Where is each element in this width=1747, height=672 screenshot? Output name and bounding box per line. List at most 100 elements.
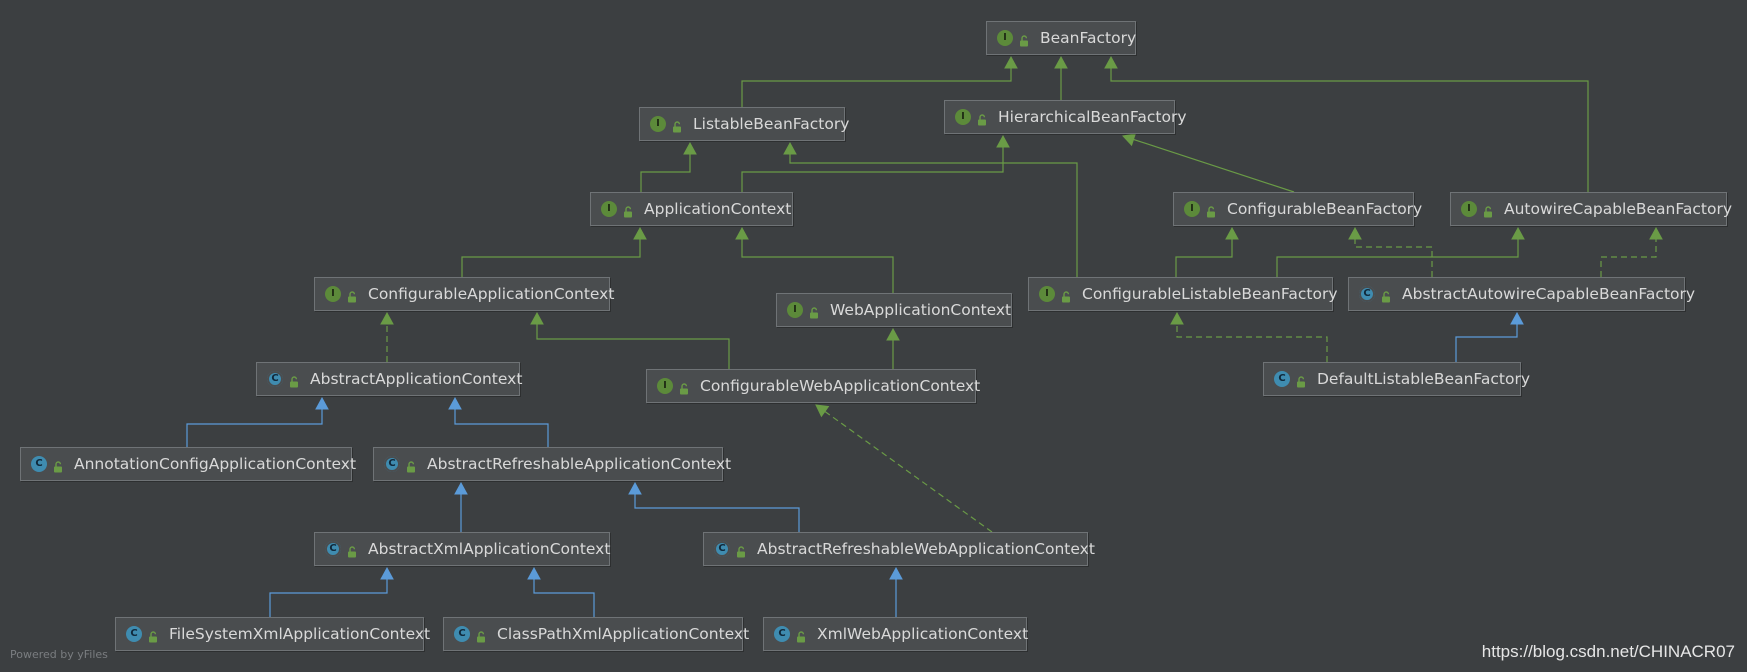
edge-ClassPathXmlApplicationContext-to-AbstractXmlApplicationContext xyxy=(527,566,595,617)
edge-DefaultListableBeanFactory-to-AbstractAutowireCapableBeanFactory xyxy=(1455,311,1524,362)
node-autowire-capable-bean-factory[interactable]: I AutowireCapableBeanFactory xyxy=(1450,192,1732,226)
node-label: XmlWebApplicationContext xyxy=(817,625,1029,643)
edge-AbstractAutowireCapableBeanFactory-to-ConfigurableBeanFactory xyxy=(1348,226,1433,277)
edge-line xyxy=(789,154,1078,277)
arrowhead xyxy=(380,311,394,325)
abstract-class-icon: C xyxy=(1359,286,1375,302)
edge-line xyxy=(454,409,549,447)
edge-line xyxy=(1176,324,1328,362)
node-label: AbstractRefreshableWebApplicationContext xyxy=(757,540,1095,558)
edge-line xyxy=(1133,138,1295,193)
node-configurable-web-application-context[interactable]: I ConfigurableWebApplicationContext xyxy=(646,369,980,403)
node-label: DefaultListableBeanFactory xyxy=(1317,370,1531,388)
arrowhead xyxy=(454,481,468,495)
edge-line xyxy=(824,410,993,533)
arrowhead xyxy=(1004,55,1018,69)
interface-icon: I xyxy=(1461,201,1477,217)
unlock-icon xyxy=(346,543,358,558)
edge-line xyxy=(461,239,641,277)
unlock-icon xyxy=(288,373,300,388)
edge-AbstractRefreshableWebApplicationContext-to-AbstractRefreshableApplicationContext xyxy=(628,481,800,532)
unlock-icon xyxy=(1380,288,1392,303)
unlock-icon xyxy=(405,458,417,473)
arrowhead xyxy=(889,566,903,580)
node-label: AbstractApplicationContext xyxy=(310,370,523,388)
edge-AnnotationConfigApplicationContext-to-AbstractApplicationContext xyxy=(186,396,329,447)
arrowhead xyxy=(315,396,329,410)
edge-AbstractRefreshableWebApplicationContext-to-ConfigurableWebApplicationContext xyxy=(815,404,993,533)
edge-DefaultListableBeanFactory-to-ConfigurableListableBeanFactory xyxy=(1170,311,1328,362)
arrowhead xyxy=(1511,226,1525,240)
node-label: AutowireCapableBeanFactory xyxy=(1504,200,1732,218)
node-label: WebApplicationContext xyxy=(830,301,1012,319)
class-icon: C xyxy=(454,626,470,642)
node-application-context[interactable]: I ApplicationContext xyxy=(590,192,793,226)
node-label: ApplicationContext xyxy=(644,200,792,218)
edge-AbstractApplicationContext-to-ConfigurableApplicationContext xyxy=(380,311,394,362)
arrowhead xyxy=(683,141,697,155)
edge-ConfigurableBeanFactory-to-HierarchicalBeanFactory xyxy=(1122,133,1295,193)
arrowhead xyxy=(1348,226,1362,240)
interface-icon: I xyxy=(325,286,341,302)
edge-line xyxy=(741,147,1004,192)
node-configurable-application-context[interactable]: I ConfigurableApplicationContext xyxy=(314,277,614,311)
node-label: ConfigurableWebApplicationContext xyxy=(700,377,981,395)
unlock-icon xyxy=(1060,288,1072,303)
edge-ConfigurableListableBeanFactory-to-ConfigurableBeanFactory xyxy=(1175,226,1239,277)
edge-line xyxy=(1455,324,1518,362)
node-class-path-xml-application-context[interactable]: C ClassPathXmlApplicationContext xyxy=(443,617,749,651)
arrowhead xyxy=(530,311,544,325)
arrowhead xyxy=(783,141,797,155)
edge-line xyxy=(269,579,388,617)
class-icon: C xyxy=(31,456,47,472)
arrowhead xyxy=(815,404,830,418)
edge-ConfigurableWebApplicationContext-to-WebApplicationContext xyxy=(886,327,900,369)
arrowhead xyxy=(1225,226,1239,240)
node-label: ConfigurableApplicationContext xyxy=(368,285,615,303)
node-label: HierarchicalBeanFactory xyxy=(998,108,1187,126)
edge-ConfigurableApplicationContext-to-ApplicationContext xyxy=(461,226,647,277)
interface-icon: I xyxy=(657,378,673,394)
interface-icon: I xyxy=(997,30,1013,46)
node-label: ClassPathXmlApplicationContext xyxy=(497,625,750,643)
interface-icon: I xyxy=(955,109,971,125)
unlock-icon xyxy=(1205,203,1217,218)
arrowhead xyxy=(628,481,642,495)
unlock-icon xyxy=(475,628,487,643)
node-web-application-context[interactable]: I WebApplicationContext xyxy=(776,293,1012,327)
unlock-icon xyxy=(671,118,683,133)
edge-line xyxy=(533,579,595,617)
edge-ApplicationContext-to-HierarchicalBeanFactory xyxy=(741,134,1010,192)
node-hierarchical-bean-factory[interactable]: I HierarchicalBeanFactory xyxy=(944,100,1187,134)
interface-icon: I xyxy=(1039,286,1055,302)
unlock-icon xyxy=(678,380,690,395)
interface-icon: I xyxy=(601,201,617,217)
edge-line xyxy=(1354,239,1433,277)
edge-ConfigurableListableBeanFactory-to-ListableBeanFactory xyxy=(783,141,1078,277)
arrowhead xyxy=(448,396,462,410)
edge-ApplicationContext-to-ListableBeanFactory xyxy=(640,141,697,192)
edge-WebApplicationContext-to-ApplicationContext xyxy=(735,226,894,293)
arrowhead xyxy=(735,226,749,240)
edge-line xyxy=(1276,239,1519,277)
interface-icon: I xyxy=(787,302,803,318)
powered-by-label: Powered by yFiles xyxy=(10,648,108,661)
edge-HierarchicalBeanFactory-to-BeanFactory xyxy=(1054,55,1068,100)
node-label: AbstractXmlApplicationContext xyxy=(368,540,611,558)
edge-line xyxy=(1110,68,1589,192)
